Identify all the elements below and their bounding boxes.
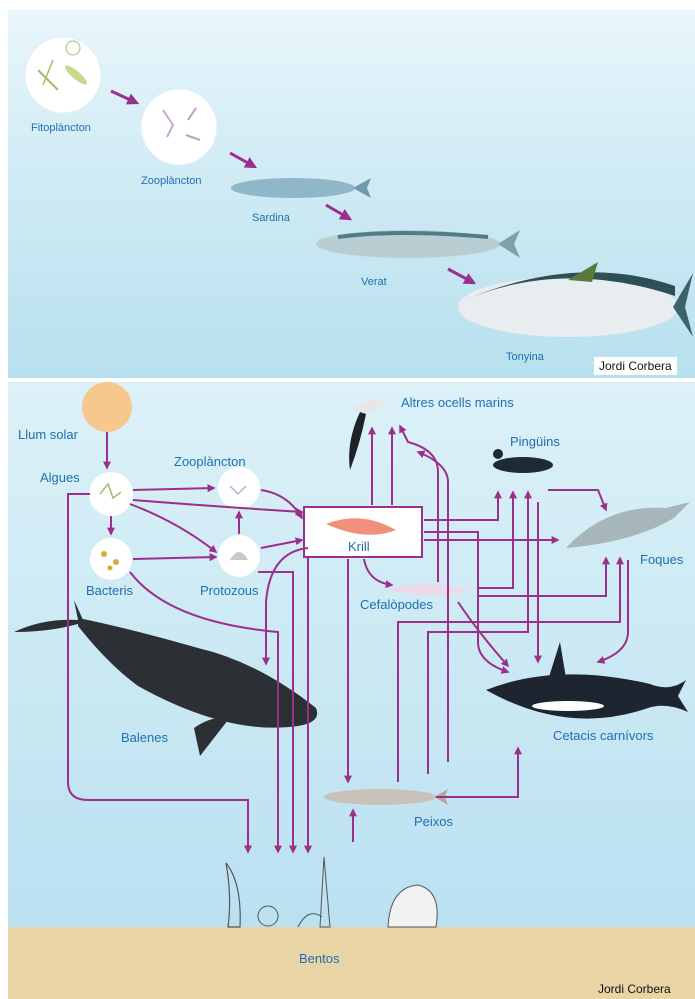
protozoa-label: Protozous xyxy=(200,583,259,598)
penguin-illustration xyxy=(493,449,553,473)
sea-floor xyxy=(8,927,695,999)
sun-illustration xyxy=(82,382,132,432)
tuna-illustration xyxy=(458,262,693,337)
mackerel-label: Verat xyxy=(361,276,387,288)
seabird-illustration xyxy=(349,399,390,470)
arrow-cephalopod-to-birds xyxy=(400,426,438,582)
phytoplankton-illustration xyxy=(25,37,101,113)
illustrator-credit-bottom: Jordi Corbera xyxy=(598,982,671,996)
marine-food-web-panel: Llum solar Algues Zooplàncton Bacteris P… xyxy=(8,382,695,999)
mackerel-illustration xyxy=(316,230,520,258)
marine-food-chain-panel: Fitoplàncton Zooplàncton Sardina Verat T… xyxy=(8,10,695,378)
sunlight-label: Llum solar xyxy=(18,427,78,442)
algae-label: Algues xyxy=(40,470,80,485)
arrow-sardine-to-mackerel xyxy=(326,205,350,219)
benthos-label: Bentos xyxy=(299,951,339,966)
arrow-mackerel-to-tuna xyxy=(448,269,474,283)
zooplankton-web-illustration xyxy=(218,467,260,509)
zooplankton-illustration xyxy=(141,89,217,165)
arrow-krill-to-penguins xyxy=(424,492,498,520)
penguins-label: Pingüins xyxy=(510,434,560,449)
arrow-krill-to-cephalopods xyxy=(364,559,392,585)
sardine-illustration xyxy=(231,178,371,198)
sardine-label: Sardina xyxy=(252,212,290,224)
arrow-algae-to-krill xyxy=(133,500,302,512)
cephalopod-illustration xyxy=(386,584,472,595)
benthos-organisms-illustration xyxy=(226,857,437,927)
illustrator-credit-top: Jordi Corbera xyxy=(594,357,677,375)
bacteria-label: Bacteris xyxy=(86,583,133,598)
arrow-bacteria-to-protozoa xyxy=(133,557,216,559)
seal-illustration xyxy=(566,502,690,548)
zooplankton-web-label: Zooplàncton xyxy=(174,454,246,469)
protozoa-illustration xyxy=(218,535,260,577)
tuna-label: Tonyina xyxy=(506,351,544,363)
whales-label: Balenes xyxy=(121,730,168,745)
krill-label: Krill xyxy=(348,539,370,554)
arrow-whale-link-1 xyxy=(266,548,308,664)
fish-label: Peixos xyxy=(414,814,453,829)
arrow-penguins-to-seals xyxy=(548,490,606,510)
arrow-cephalopod-to-seals xyxy=(478,558,606,596)
arrow-algae-to-zooplankton xyxy=(133,488,214,490)
arrow-protozoa-to-krill xyxy=(261,540,302,548)
arrow-zoo-to-sardine xyxy=(230,153,255,167)
arrow-phyto-to-zoo xyxy=(111,91,137,103)
arrow-zoo-to-krill xyxy=(261,490,302,518)
food-web-illustration xyxy=(8,382,695,999)
arrow-seals-to-orca xyxy=(598,560,628,662)
zooplankton-label: Zooplàncton xyxy=(141,175,202,187)
arrow-algae-to-protozoa xyxy=(130,504,216,552)
phytoplankton-label: Fitoplàncton xyxy=(31,122,91,134)
cephalopods-label: Cefalòpodes xyxy=(360,597,433,612)
food-chain-illustration xyxy=(8,10,695,378)
carnivorous-cetaceans-label: Cetacis carnívors xyxy=(553,728,653,743)
algae-illustration xyxy=(89,472,133,516)
bacteria-illustration xyxy=(90,538,132,580)
seabirds-label: Altres ocells marins xyxy=(401,395,514,410)
seals-label: Foques xyxy=(640,552,683,567)
orca-illustration xyxy=(486,642,688,719)
fish-illustration xyxy=(324,789,448,805)
